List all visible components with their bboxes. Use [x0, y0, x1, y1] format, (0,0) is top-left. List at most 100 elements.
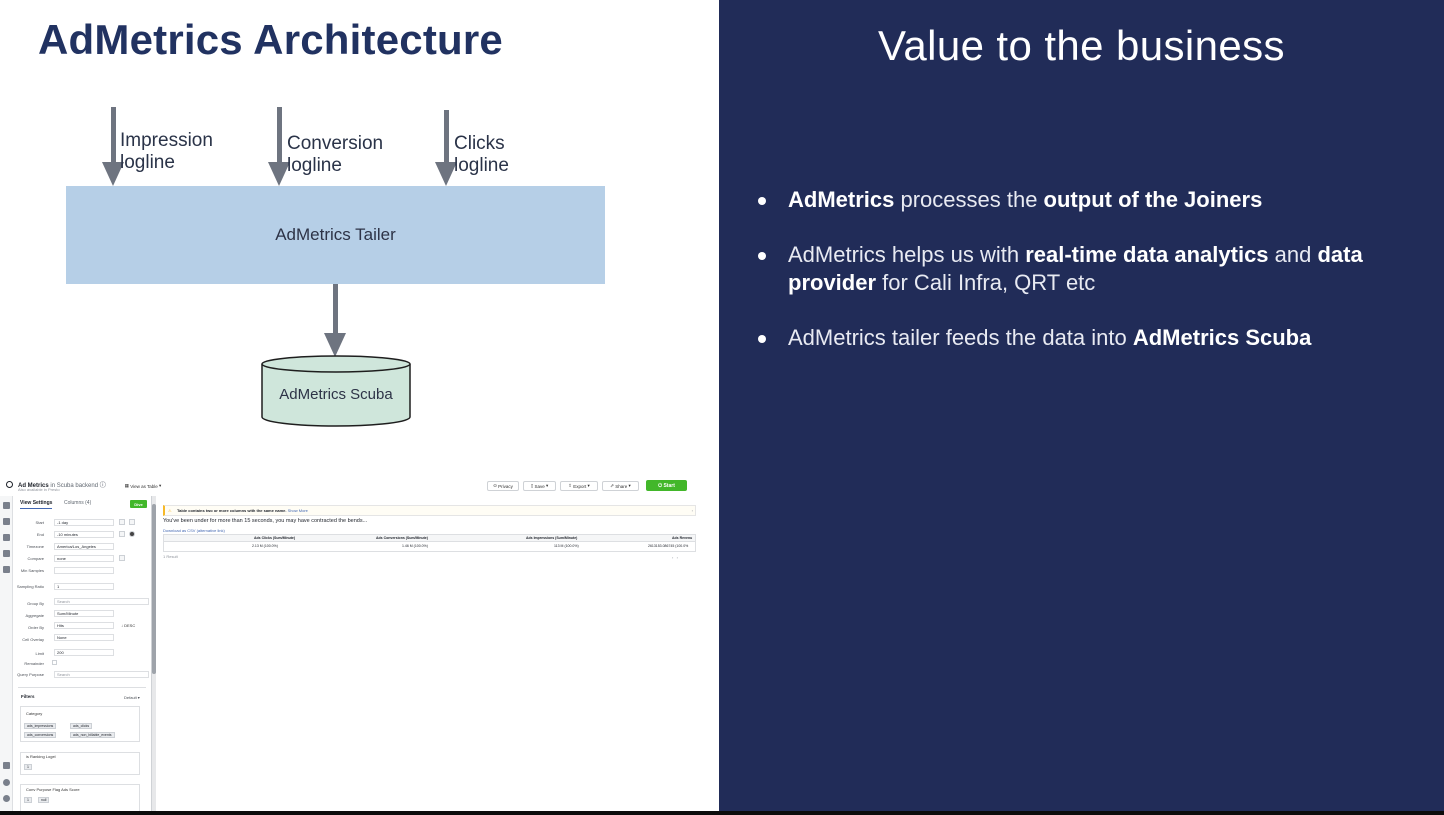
min-samples-input[interactable] [54, 567, 114, 574]
table-icon: ▦ [124, 483, 131, 488]
compare-select[interactable]: none [54, 555, 114, 562]
filter-field-name[interactable]: is Ranking Logel [26, 754, 56, 759]
limit-input[interactable]: 200 [54, 649, 114, 656]
field-label-remainder: Remainder [24, 661, 44, 666]
field-label-sampling-ratio: Sampling Ratio [16, 584, 44, 589]
keyboard-icon[interactable] [3, 762, 10, 769]
power-icon: ⏻ [658, 482, 664, 489]
bottom-edge-bar [0, 811, 1444, 815]
query-purpose-input[interactable]: Search [54, 671, 149, 678]
group-by-input[interactable]: Search [54, 598, 149, 605]
warning-icon: ⚠ [168, 508, 172, 513]
chevron-down-icon: ▾ [157, 483, 162, 488]
table-cell: 2.13 M (100.0%) [252, 544, 278, 548]
remainder-checkbox[interactable] [52, 660, 57, 665]
tab-columns[interactable]: Columns (4) [64, 500, 92, 506]
column-header[interactable]: Ads Impressions (Sum/Minute) [526, 536, 578, 540]
export-button[interactable]: ⇪ Export ▾ [560, 481, 598, 491]
aggregate-select[interactable]: Sum/Minute [54, 610, 114, 617]
bullet-item: AdMetrics tailer feeds the data into AdM… [756, 324, 1416, 352]
scuba-cylinder [261, 355, 411, 427]
field-label-start: Start [35, 520, 44, 525]
timezone-select[interactable]: America/Los_Angeles [54, 543, 114, 550]
column-header[interactable]: Ads Clicks (Sum/Minute) [254, 536, 296, 540]
database-icon[interactable] [3, 550, 10, 557]
field-label-cell-overlay: Cell Overlay [22, 637, 44, 642]
table-cell: 113 M (100.0%) [554, 544, 579, 548]
gear-icon[interactable] [3, 795, 10, 802]
filter-group-ranking [20, 752, 140, 775]
chart-icon[interactable] [3, 534, 10, 541]
warning-banner: ⚠ Table contains two or more columns wit… [163, 505, 696, 516]
field-label-aggregate: Aggregate [25, 613, 44, 618]
tab-view-settings[interactable]: View Settings [20, 500, 53, 509]
dive-button[interactable]: Dive [130, 500, 147, 508]
clock-icon[interactable] [3, 566, 10, 573]
bullet-dot [758, 197, 766, 205]
filters-heading: Filters [21, 694, 35, 699]
filter-chip[interactable]: null [38, 797, 50, 803]
copy-icon[interactable] [129, 519, 135, 525]
scuba-table-title: Ad Metrics in Scuba backend ⓘ [18, 483, 106, 489]
slide-title-right: Value to the business [878, 22, 1285, 69]
tailer-label: AdMetrics Tailer [275, 225, 396, 244]
end-input[interactable]: -10 minutes [54, 531, 114, 538]
desc-toggle[interactable]: ↓ DESC [121, 623, 136, 628]
compare-options-icon[interactable] [119, 555, 125, 561]
filter-chip[interactable]: 1 [24, 764, 32, 770]
start-button[interactable]: ⏻ Start [646, 480, 687, 491]
result-count: 1 Result [163, 554, 178, 559]
sampling-ratio-input[interactable]: 1 [54, 583, 114, 590]
filter-field-name[interactable]: Conv Purpose Flag Ads Score [26, 787, 80, 792]
right-panel: Value to the business AdMetrics processe… [719, 0, 1444, 815]
export-icon: ⇪ [568, 483, 574, 488]
scuba-screenshot: Ad Metrics in Scuba backend ⓘ Also avail… [0, 474, 719, 811]
panel-scrollbar-thumb[interactable] [152, 504, 156, 674]
scuba-subtitle: Also available in Presto [18, 487, 60, 492]
filter-field-name[interactable]: Category [26, 711, 43, 716]
bullet-item: AdMetrics processes the output of the Jo… [756, 186, 1416, 214]
calendar-icon[interactable] [119, 531, 125, 537]
column-header[interactable]: Ads Conversions (Sum/Minute) [376, 536, 428, 540]
privacy-button[interactable]: ⊙ Privacy [487, 481, 519, 491]
left-icon-rail [0, 496, 13, 811]
pagination-arrows[interactable]: ‹ › [672, 555, 678, 560]
field-label-order-by: Order By [27, 625, 44, 630]
column-header[interactable]: Ads Revenu [672, 536, 693, 540]
table-header [164, 535, 695, 542]
sliders-icon[interactable] [3, 502, 10, 509]
view-as-table-dropdown[interactable]: ▦ View as Table ▾ [118, 481, 168, 491]
show-more-link[interactable]: Show More [287, 508, 308, 513]
start-input[interactable]: -1 day [54, 519, 114, 526]
field-label-end: End [36, 532, 44, 537]
search-icon[interactable] [6, 481, 13, 488]
share-button[interactable]: ⇗ Share ▾ [602, 481, 639, 491]
field-label-limit: Limit [35, 651, 44, 656]
field-label-group-by: Group By [27, 601, 44, 606]
slide-title-left: AdMetrics Architecture [38, 16, 503, 63]
filter-chip[interactable]: ads_impressions [24, 723, 57, 729]
record-icon[interactable] [129, 531, 135, 537]
filters-default-dropdown[interactable]: Default ▾ [124, 695, 140, 700]
bends-message: You've been under for more than 15 secon… [163, 518, 368, 524]
bullet-dot [758, 252, 766, 260]
filter-chip[interactable]: 1 [24, 797, 32, 803]
filter-chip[interactable]: ads_non_billable_events [70, 732, 115, 738]
field-label-timezone: Timezone [26, 544, 44, 549]
order-by-select[interactable]: Hits [54, 622, 114, 629]
save-button[interactable]: ▯ Save ▾ [523, 481, 556, 491]
filter-chip[interactable]: ads_clicks [70, 723, 93, 729]
cell-overlay-select[interactable]: None [54, 634, 114, 641]
filter-chip[interactable]: ads_conversions [24, 732, 57, 738]
help-icon[interactable] [3, 779, 10, 786]
download-csv-link[interactable]: Download as CSV (alternative link) [163, 528, 225, 533]
star-icon[interactable] [3, 518, 10, 525]
tailer-box: AdMetrics Tailer [66, 186, 605, 284]
field-label-query-purpose: Query Purpose [17, 672, 44, 677]
calendar-icon[interactable] [119, 519, 125, 525]
chevron-right-icon[interactable]: › [691, 508, 693, 513]
